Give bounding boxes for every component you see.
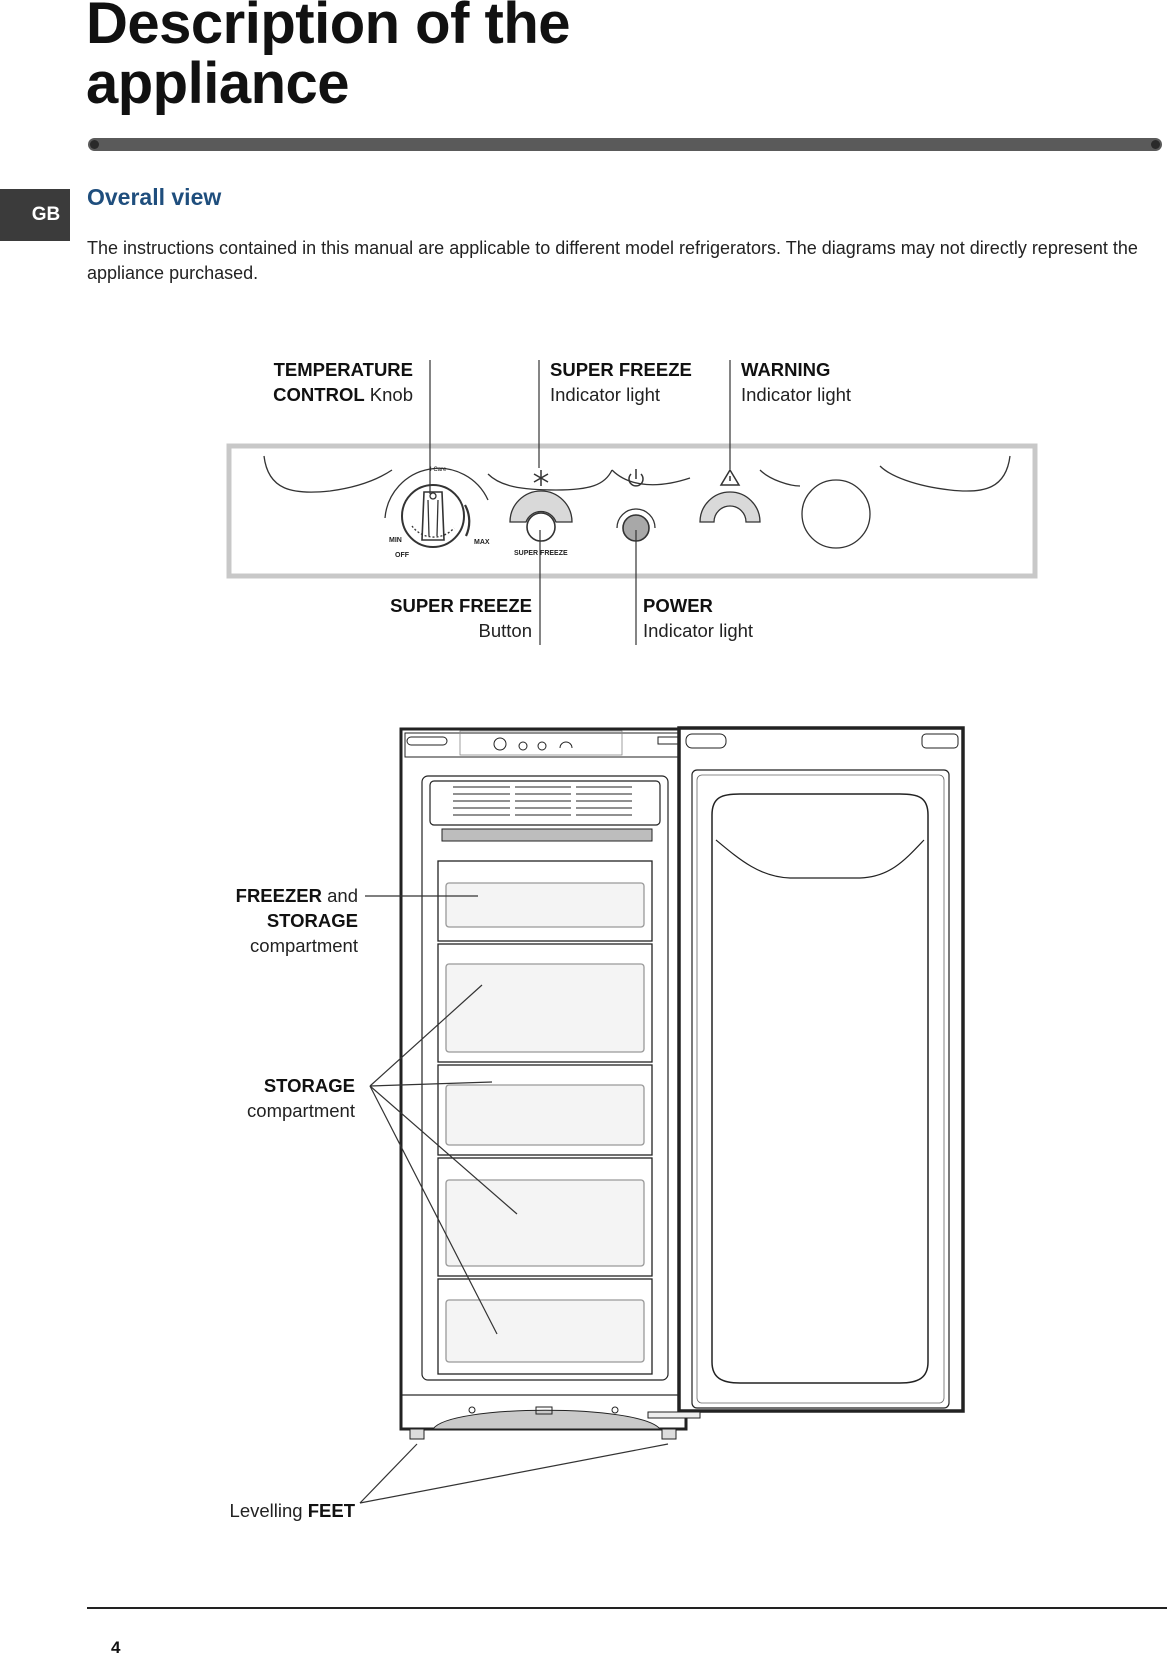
page-number: 4 xyxy=(111,1638,121,1657)
control-panel-illustration xyxy=(226,443,1038,579)
freezer-storage-label-bold-1: FREEZER xyxy=(235,885,322,906)
temperature-control-label: TEMPERATURE CONTROL Knob xyxy=(273,357,413,407)
warning-indicator-label-rest: Indicator light xyxy=(741,384,852,405)
levelling-feet-label-lead: Levelling xyxy=(229,1500,303,1521)
super-freeze-button-label-bold: SUPER FREEZE xyxy=(390,595,532,616)
warning-indicator-label: WARNING Indicator light xyxy=(741,357,851,407)
temperature-control-label-bold-1: TEMPERATURE xyxy=(273,359,413,380)
knob-max-label: MAX xyxy=(474,539,490,546)
freezer-storage-label-rest: compartment xyxy=(250,935,358,956)
levelling-feet-label-bold: FEET xyxy=(307,1500,355,1521)
warning-indicator-label-bold: WARNING xyxy=(741,359,831,380)
storage-compartment-label: STORAGE compartment xyxy=(247,1073,355,1123)
super-freeze-indicator-label-rest: Indicator light xyxy=(550,384,661,405)
title-divider-bar xyxy=(88,138,1162,151)
page-title-line-2: appliance xyxy=(86,51,350,116)
freezer-storage-label: FREEZER and STORAGE compartment xyxy=(236,883,358,958)
control-panel-leader-lines xyxy=(429,360,731,645)
storage-compartment-label-rest: compartment xyxy=(247,1100,355,1121)
freezer-illustration xyxy=(399,726,965,1440)
power-indicator-label-bold: POWER xyxy=(643,595,713,616)
freezer-storage-label-bold-2: STORAGE xyxy=(266,910,358,931)
super-freeze-button-label: SUPER FREEZE Button xyxy=(390,593,532,643)
warning-icon xyxy=(719,468,741,486)
page-title: Description of the appliance xyxy=(86,0,571,116)
button-caption: SUPER FREEZE xyxy=(514,550,568,557)
super-freeze-indicator-label: SUPER FREEZE Indicator light xyxy=(550,357,692,407)
snowflake-icon xyxy=(533,470,549,486)
storage-compartment-label-bold: STORAGE xyxy=(263,1075,355,1096)
power-indicator-label: POWER Indicator light xyxy=(643,593,753,643)
footer-rule xyxy=(87,1607,1167,1609)
divider-end-dot xyxy=(90,140,99,149)
levelling-feet-label: Levelling FEET xyxy=(230,1498,355,1523)
page-title-line-1: Description of the xyxy=(86,0,571,56)
knob-scale-labels: MIN MAX OFF I Care SUPER FREEZE xyxy=(389,467,568,559)
knob-off-label: OFF xyxy=(395,552,410,559)
super-freeze-button-label-rest: Button xyxy=(478,620,533,641)
power-icon xyxy=(628,469,644,487)
super-freeze-indicator-label-bold: SUPER FREEZE xyxy=(550,359,692,380)
section-heading: Overall view xyxy=(87,184,222,210)
freezer-storage-label-and: and xyxy=(327,885,358,906)
temperature-control-label-rest: Knob xyxy=(369,384,413,405)
temperature-control-label-bold-2: CONTROL xyxy=(273,384,365,405)
knob-min-label: MIN xyxy=(389,537,402,544)
intro-paragraph: The instructions contained in this manua… xyxy=(87,238,1138,283)
divider-end-dot xyxy=(1151,140,1160,149)
knob-top-label: I Care xyxy=(430,467,447,473)
language-tab: GB xyxy=(0,189,70,241)
power-indicator-label-rest: Indicator light xyxy=(643,620,754,641)
appliance-leader-lines xyxy=(359,895,669,1504)
